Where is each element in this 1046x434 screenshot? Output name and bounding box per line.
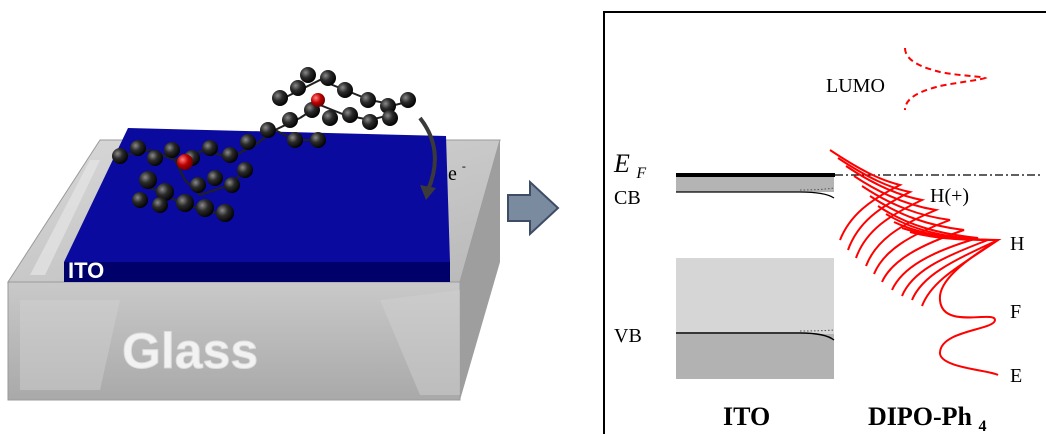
peak-label-f: F (1010, 301, 1021, 323)
cb-bending (676, 191, 835, 199)
vb-label: VB (614, 325, 642, 347)
ito-film-label: ITO (68, 258, 104, 283)
conduction-band (676, 177, 834, 192)
diagram-frame (603, 11, 1046, 434)
vb-edge (676, 332, 835, 341)
cb-bending-dotted (799, 187, 835, 191)
valence-band-lower (676, 334, 834, 379)
peak-label-h: H (1010, 233, 1024, 255)
electron-symbol: e (448, 163, 457, 185)
material-label-dipo-main: DIPO-Ph (868, 402, 973, 431)
energy-diagram: LUMO E F CB VB H(+) H F E ITO DIPO-Ph 4 (603, 11, 1046, 434)
material-label-dipo: DIPO-Ph 4 (868, 402, 987, 434)
material-label-ito: ITO (723, 402, 770, 431)
right-arrow-icon (507, 179, 560, 237)
molecule-atoms (112, 67, 416, 222)
lumo-label: LUMO (826, 75, 885, 97)
fermi-symbol: E (613, 149, 630, 178)
material-label-dipo-sub: 4 (979, 418, 987, 434)
lumo-peak (904, 47, 988, 111)
peak-label-e: E (1010, 365, 1022, 387)
vb-edge-dotted (799, 329, 835, 332)
glass-label: Glass (122, 323, 258, 379)
fermi-subscript: F (635, 165, 646, 182)
electron-charge: - (462, 159, 466, 173)
photoemission-spectra (829, 149, 1002, 376)
fermi-level-label: E F (613, 149, 646, 182)
electron-transfer-arrow (418, 116, 437, 200)
peak-label-h-plus: H(+) (930, 185, 969, 207)
electron-label: e - (448, 159, 466, 185)
device-illustration: Glass ITO (7, 67, 501, 401)
valence-band-upper (676, 258, 834, 334)
cb-label: CB (614, 187, 641, 209)
